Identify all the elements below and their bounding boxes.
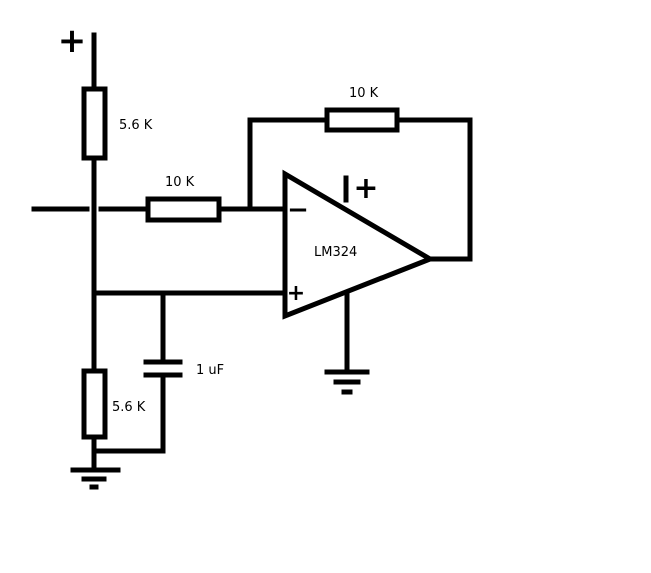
- resistor-feedback: [324, 107, 400, 133]
- opamp-plus-symbol: +: [287, 281, 305, 306]
- resistor-input: [145, 196, 222, 223]
- resistor-top-label: 5.6 K: [119, 118, 153, 133]
- resistor-feedback-label: 10 K: [349, 86, 379, 101]
- resistor-bottom-label: 5.6 K: [112, 400, 146, 415]
- capacitor-label: 1 uF: [196, 363, 224, 378]
- resistor-bottom: [81, 368, 108, 440]
- supply-top-symbol: +: [58, 21, 87, 61]
- opamp-triangle: [282, 169, 436, 320]
- resistor-input-label: 10 K: [165, 175, 195, 190]
- opamp-label: LM324: [314, 245, 357, 260]
- opamp-minus-symbol: −: [287, 195, 309, 225]
- resistor-top: [81, 86, 108, 161]
- opamp-supply-symbol: +: [353, 171, 378, 206]
